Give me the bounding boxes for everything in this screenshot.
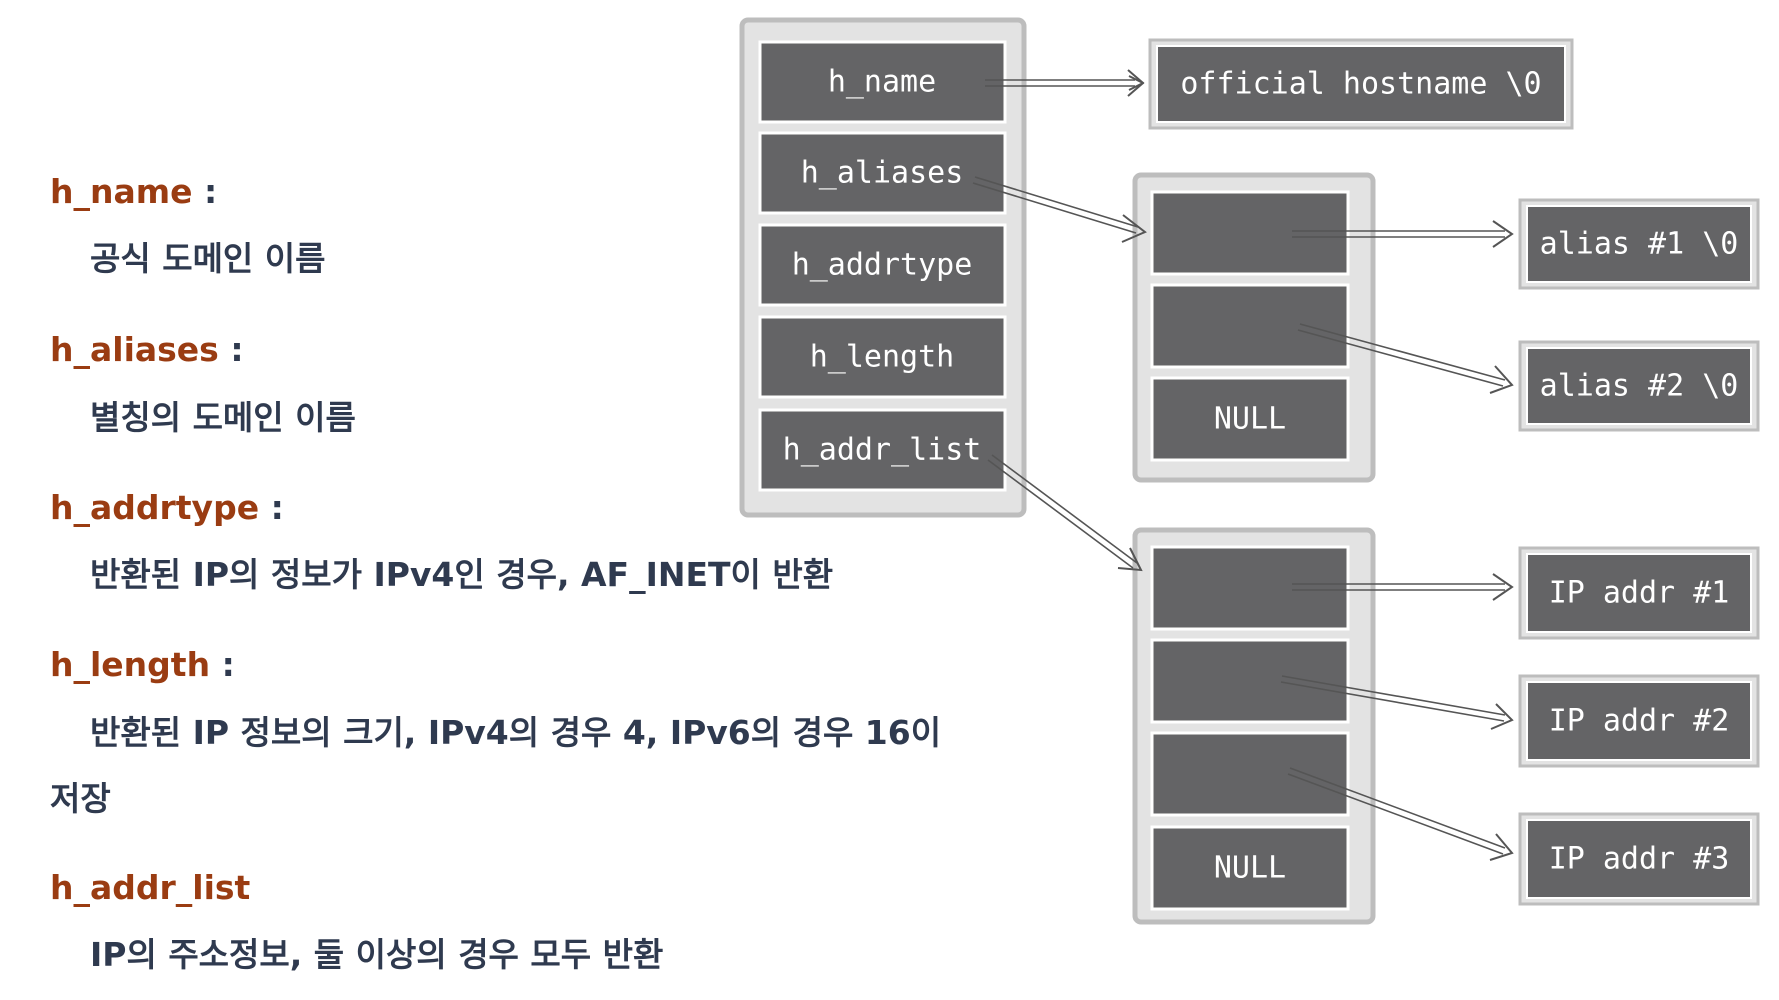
ip-address-3: IP addr #3 (1526, 819, 1752, 899)
pointer-arrows (972, 80, 1506, 855)
svg-text:h_name: h_name (828, 65, 936, 100)
arrowheads (1117, 69, 1514, 861)
addr-pointer-cell-1 (1150, 545, 1350, 631)
svg-text:IP addr #3: IP addr #3 (1549, 842, 1730, 877)
arrow-addr-cell-2-to-ip-2 (1280, 675, 1506, 722)
arrow-alias-cell-2-to-alias-2 (1297, 323, 1506, 387)
alias-null-cell: NULL (1150, 376, 1350, 462)
arrowhead-aliases (1121, 214, 1147, 243)
field-h-aliases: h_aliases (758, 131, 1007, 215)
svg-text:h_addrtype: h_addrtype (792, 248, 973, 283)
addr-pointer-cell-3 (1150, 731, 1350, 817)
svg-text:official hostname \0: official hostname \0 (1180, 67, 1541, 102)
alias-pointer-cell-1 (1150, 190, 1350, 276)
addr-null-cell: NULL (1150, 825, 1350, 911)
arrow-alias-cell-1-to-alias-1 (1292, 230, 1505, 238)
alias-pointer-cell-2 (1150, 283, 1350, 369)
field-h-name: h_name (758, 40, 1007, 124)
arrowhead-ip-2 (1490, 703, 1514, 730)
arrow-h-name-to-hostname (985, 80, 1142, 86)
field-h-addrtype: h_addrtype (758, 223, 1007, 307)
desc-h-length: 반환된 IP 정보의 크기, IPv4의 경우 4, IPv6의 경우 16이 … (50, 713, 942, 818)
ip-address-1: IP addr #1 (1526, 553, 1752, 633)
svg-text:NULL: NULL (1214, 402, 1286, 437)
svg-text:IP addr #2: IP addr #2 (1549, 704, 1730, 739)
desc-h-name: 공식 도메인 이름 (90, 239, 326, 278)
arrowhead-ip-1 (1492, 573, 1514, 601)
svg-text:h_aliases: h_aliases (801, 156, 964, 191)
arrow-addr-cell-1-to-ip-1 (1292, 583, 1505, 591)
svg-text:h_addr_list: h_addr_list (783, 433, 982, 468)
term-h-name: h_name : (50, 172, 218, 211)
svg-text:IP addr #1: IP addr #1 (1549, 576, 1730, 611)
arrowhead-addr-list (1117, 547, 1143, 572)
svg-text:NULL: NULL (1214, 851, 1286, 886)
arrowhead-ip-3 (1489, 833, 1514, 861)
arrow-h-addr-list-to-array (987, 454, 1138, 569)
arrow-h-aliases-to-array (972, 176, 1139, 234)
arrowhead-alias-2 (1489, 365, 1514, 394)
svg-text:alias #1 \0: alias #1 \0 (1540, 227, 1739, 262)
addr-pointer-cell-2 (1150, 638, 1350, 724)
field-h-addr-list: h_addr_list (758, 408, 1007, 492)
alias-string-1: alias #1 \0 (1526, 205, 1752, 283)
definitions-panel: h_name : 공식 도메인 이름 h_aliases : 별칭의 도메인 이… (50, 172, 942, 974)
arrow-addr-cell-3-to-ip-3 (1287, 767, 1506, 855)
desc-h-addr-list: IP의 주소정보, 둘 이상의 경우 모두 반환 (90, 935, 664, 974)
ip-address-2: IP addr #2 (1526, 681, 1752, 761)
term-h-aliases: h_aliases : (50, 330, 244, 369)
term-h-length: h_length : (50, 645, 235, 684)
svg-text:h_length: h_length (810, 340, 955, 375)
term-h-addr-list: h_addr_list (50, 868, 251, 907)
term-h-addrtype: h_addrtype : (50, 488, 284, 527)
arrowhead-alias-1 (1492, 220, 1514, 248)
alias-string-2: alias #2 \0 (1526, 347, 1752, 425)
desc-h-addrtype: 반환된 IP의 정보가 IPv4인 경우, AF_INET이 반환 (90, 555, 834, 594)
desc-h-aliases: 별칭의 도메인 이름 (90, 398, 356, 437)
official-hostname-box: official hostname \0 (1156, 45, 1566, 123)
svg-text:alias #2 \0: alias #2 \0 (1540, 369, 1739, 404)
arrowhead-hostname (1127, 69, 1145, 97)
field-h-length: h_length (758, 315, 1007, 399)
